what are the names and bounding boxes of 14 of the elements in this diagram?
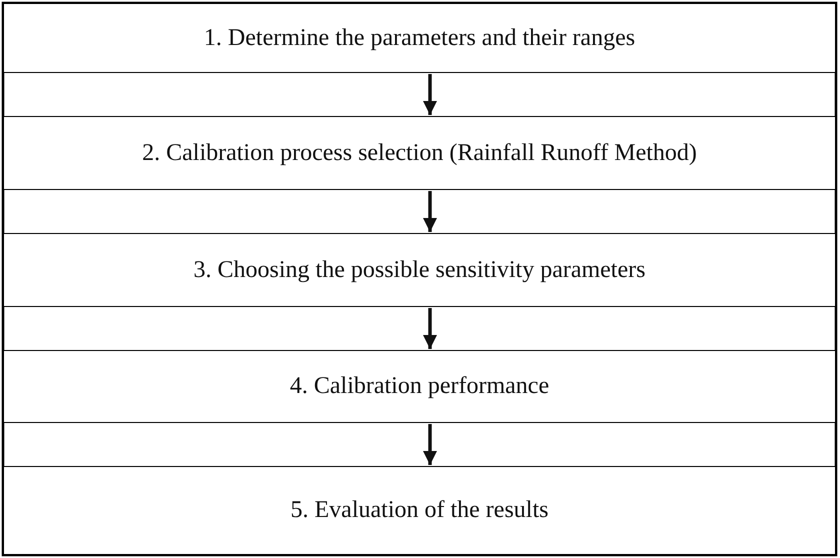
step-text: 3. Choosing the possible sensitivity parameters (194, 256, 646, 284)
process-box (3, 3, 836, 73)
step-text: 4. Calibration performance (290, 373, 550, 400)
arrow (423, 308, 437, 349)
arrow (423, 424, 437, 465)
arrow (423, 191, 437, 232)
process-box (3, 466, 836, 555)
step-text: 1. Determine the parameters and their ranges (204, 24, 636, 52)
process-box (3, 350, 836, 423)
step-text: 2. Calibration process selection (Rainfall Runoff Method) (142, 140, 697, 166)
process-box (3, 233, 836, 307)
step-text: 5. Evaluation of the results (290, 497, 548, 524)
process-box (3, 116, 836, 190)
arrow (423, 74, 437, 115)
